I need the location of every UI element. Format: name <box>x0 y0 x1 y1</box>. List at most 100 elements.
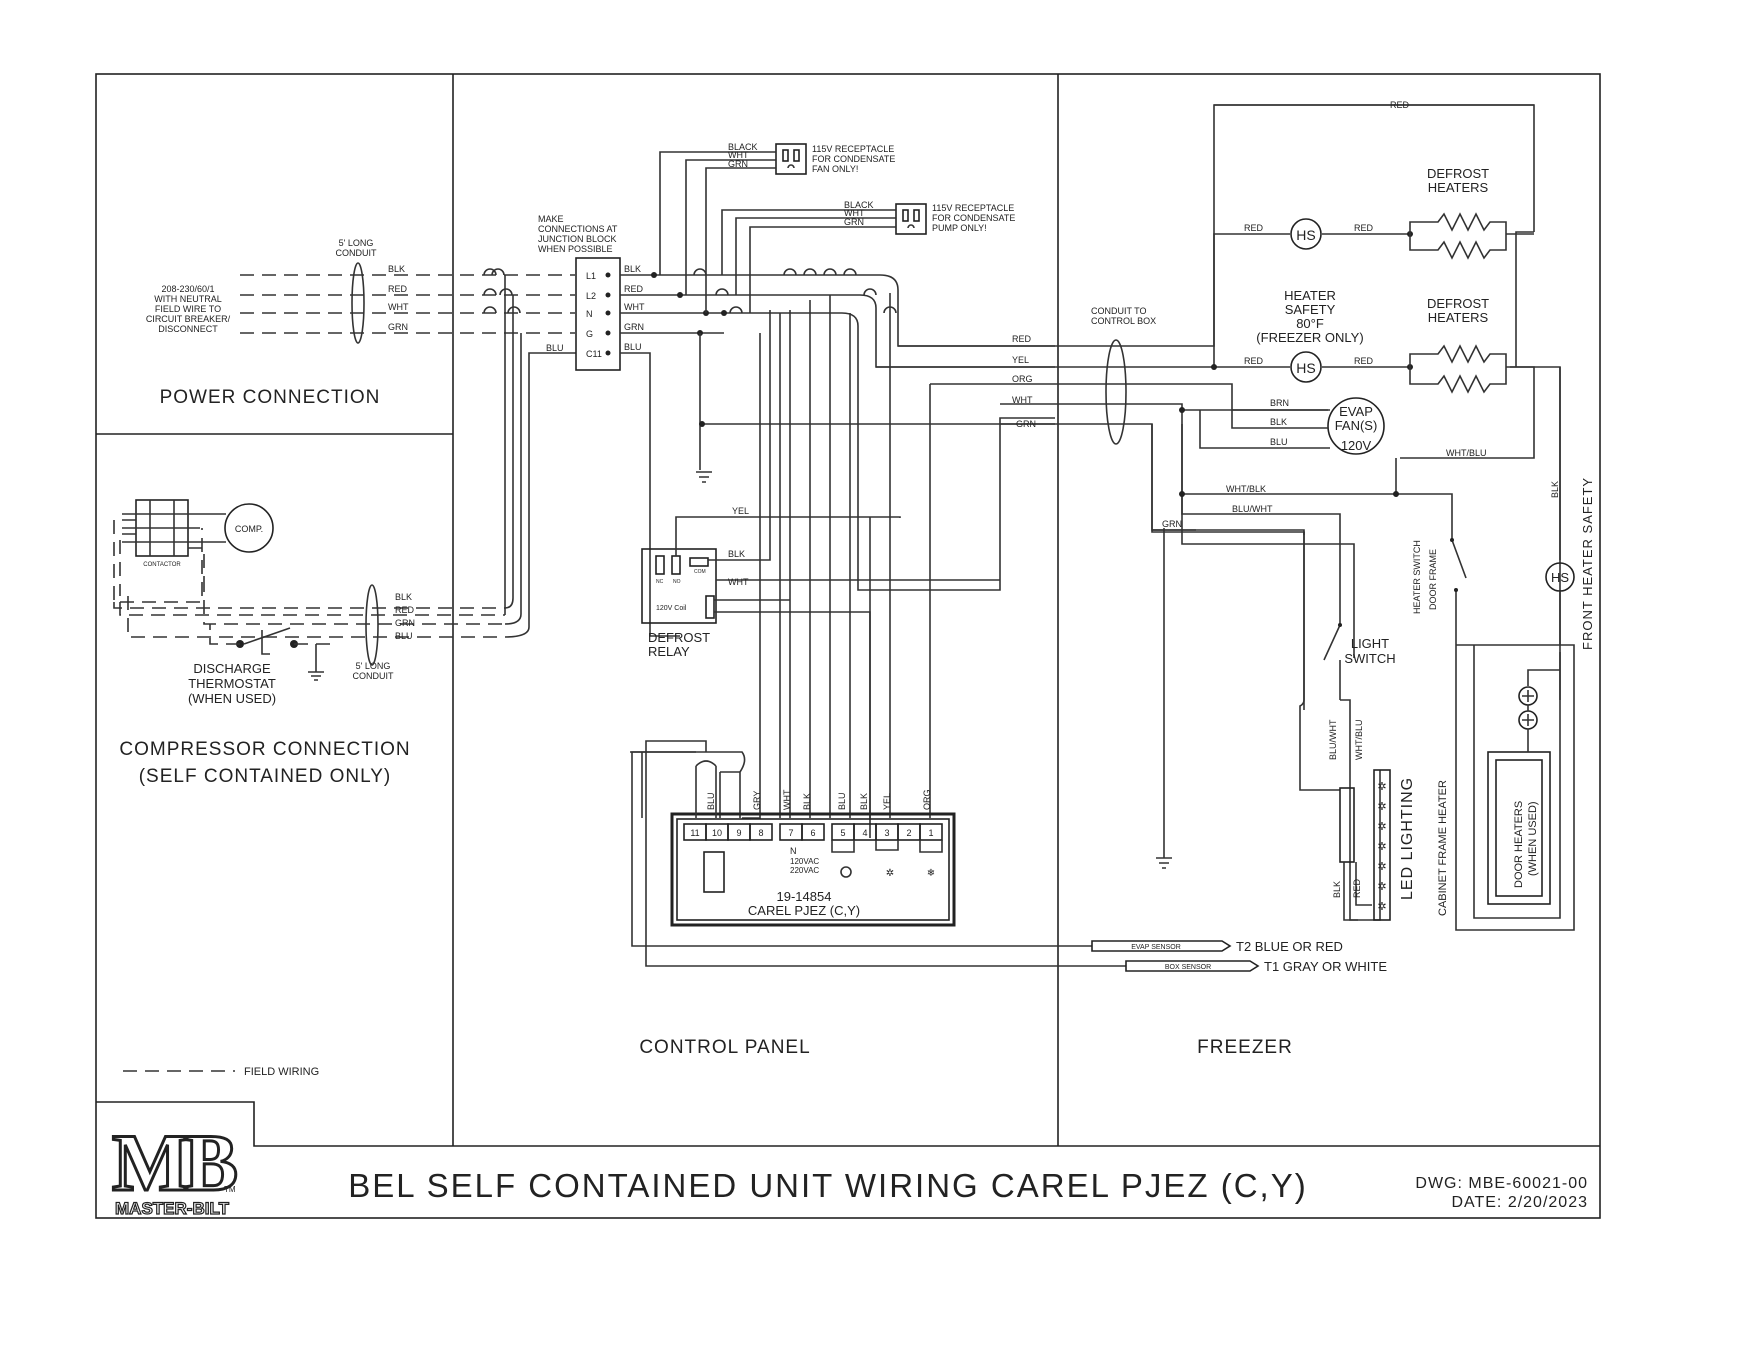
power-wire-grn: GRN <box>388 322 408 332</box>
heater-safety-1[interactable] <box>1290 218 1322 250</box>
power-wire-red: RED <box>388 284 408 294</box>
svg-text:FIELD WIRE TO: FIELD WIRE TO <box>155 304 221 314</box>
rec1-label-1: 115V RECEPTACLE <box>812 144 894 154</box>
front-heater-wires <box>1455 367 1575 931</box>
section-compressor-2: (SELF CONTAINED ONLY) <box>139 766 392 787</box>
wire-grn-freezer: GRN <box>1162 519 1182 529</box>
comp-wire-blk: BLK <box>395 592 412 602</box>
power-conduit-2: CONDUIT <box>336 248 377 258</box>
fan-wire-blu: BLU <box>1270 437 1288 447</box>
front-heater-hs[interactable] <box>1545 562 1575 592</box>
rec2-label-2: FOR CONDENSATE <box>932 213 1015 223</box>
master-bilt-logo: MB MASTER-BILT TM <box>110 1112 244 1219</box>
receptacle-pump[interactable] <box>895 203 927 235</box>
controller-120v: 120VAC <box>790 857 819 866</box>
trunk-red: RED <box>1012 334 1032 344</box>
svg-text:11: 11 <box>690 828 699 838</box>
svg-text:6: 6 <box>810 828 815 838</box>
svg-text:WHT: WHT <box>782 789 792 810</box>
ground-symbol <box>696 333 1055 483</box>
svg-text:BLK: BLK <box>802 793 812 810</box>
heater-safety-2[interactable] <box>1290 351 1322 383</box>
drawing-date: DATE: 2/20/2023 <box>1451 1194 1588 1211</box>
led-wire-blu-wht: BLU/WHT <box>1328 719 1338 760</box>
controller-n-label: N <box>790 846 797 856</box>
drawing-number: DWG: MBE-60021-00 <box>1415 1175 1588 1192</box>
trunk-wires <box>876 104 1535 710</box>
evap-sensor: EVAP SENSOR <box>1091 940 1232 952</box>
svg-text:CONTACTOR: CONTACTOR <box>143 562 181 568</box>
defrost-heaters-1-b: HEATERS <box>1428 180 1489 195</box>
svg-text:ORG: ORG <box>922 789 932 810</box>
led-lighting-label: LED LIGHTING <box>1399 777 1416 900</box>
door-heater-circuit <box>1473 645 1561 919</box>
rec2-label-1: 115V RECEPTACLE <box>932 203 1014 213</box>
svg-text:CIRCUIT BREAKER/: CIRCUIT BREAKER/ <box>146 314 231 324</box>
led-wire-blk: BLK <box>1332 881 1342 898</box>
svg-text:7: 7 <box>788 828 793 838</box>
heater-switch-label-1: HEATER SWITCH <box>1412 540 1422 614</box>
receptacle-fan[interactable] <box>775 143 807 175</box>
fan-label-2: FAN(S) <box>1335 418 1378 433</box>
evap-fan[interactable] <box>1327 397 1385 455</box>
trunk-yel: YEL <box>1012 355 1029 365</box>
svg-text:✲: ✲ <box>1377 821 1386 833</box>
conduit-box-1: CONDUIT TO <box>1091 306 1147 316</box>
controller-output-icons: ✲ ❄ <box>831 840 943 879</box>
svg-text:8: 8 <box>758 828 763 838</box>
junction-in-blu: BLU <box>546 343 564 353</box>
fan-wire-brn: BRN <box>1270 398 1289 408</box>
junction-block <box>575 257 621 371</box>
compressor-motor <box>224 503 274 553</box>
svg-text:JUNCTION BLOCK: JUNCTION BLOCK <box>538 234 617 244</box>
comp-wire-grn: GRN <box>395 618 415 628</box>
svg-text:COM: COM <box>694 569 706 575</box>
compressor-label: COMP. <box>235 524 263 534</box>
wire-red-top: RED <box>1390 100 1410 110</box>
junction-out-red: RED <box>624 284 644 294</box>
rec1-wire-black: BLACK <box>728 142 758 152</box>
comp-conduit-symbol <box>365 584 379 666</box>
svg-text:BLK: BLK <box>859 793 869 810</box>
box-sensor-label: T1 GRAY OR WHITE <box>1264 959 1387 974</box>
junction-note: MAKE CONNECTIONS AT JUNCTION BLOCK WHEN … <box>538 214 618 254</box>
freezer-branch-wires <box>1151 424 1453 640</box>
fan-label-1: EVAP <box>1339 404 1373 419</box>
compressor-field-wires <box>113 513 505 638</box>
thermostat-label-1: DISCHARGE <box>193 661 271 676</box>
wire-wht-blu: WHT/BLU <box>1446 448 1487 458</box>
discharge-thermostat <box>209 624 330 681</box>
rec2-wire-grn: GRN <box>844 217 864 227</box>
power-supply-note: 208-230/60/1 WITH NEUTRAL FIELD WIRE TO … <box>146 284 231 334</box>
defrost-relay <box>641 548 717 624</box>
svg-text:DISCONNECT: DISCONNECT <box>158 324 218 334</box>
junction-out-blu: BLU <box>624 342 642 352</box>
rec2-wire-wht: WHT <box>844 208 865 218</box>
controller-part: 19-14854 <box>777 889 832 904</box>
relay-coil: 120V Coil <box>656 605 687 612</box>
led-wire-red: RED <box>1352 878 1362 898</box>
power-wire-wht: WHT <box>388 302 409 312</box>
led-lighting: ✲ ✲ ✲ ✲ ✲ ✲ ✲ <box>1299 640 1391 921</box>
svg-text:MB: MB <box>112 1117 236 1208</box>
light-switch[interactable] <box>1323 620 1342 700</box>
front-heater-label: FRONT HEATER SAFETY <box>1580 477 1595 650</box>
relay-wires <box>675 310 1000 838</box>
relay-wire-blk: BLK <box>728 549 745 559</box>
hs1-label: HS <box>1296 227 1315 243</box>
carel-controller <box>670 812 956 927</box>
thermostat-label-3: (WHEN USED) <box>188 691 276 706</box>
light-switch-label-2: SWITCH <box>1344 651 1395 666</box>
junction-out-grn: GRN <box>624 322 644 332</box>
controller-display <box>703 851 725 893</box>
heater-switch[interactable] <box>1450 538 1467 645</box>
heater-safety-2-label: SAFETY <box>1285 302 1336 317</box>
wire-wht-blk: WHT/BLK <box>1226 484 1266 494</box>
front-hs-label: HS <box>1551 570 1569 585</box>
svg-text:WITH NEUTRAL: WITH NEUTRAL <box>154 294 222 304</box>
relay-wire-yel: YEL <box>732 506 749 516</box>
power-field-wires <box>240 274 575 334</box>
comp-wire-blu: BLU <box>395 631 413 641</box>
conduit-box-2: CONTROL BOX <box>1091 316 1156 326</box>
wire-red-hs1-in: RED <box>1244 223 1264 233</box>
